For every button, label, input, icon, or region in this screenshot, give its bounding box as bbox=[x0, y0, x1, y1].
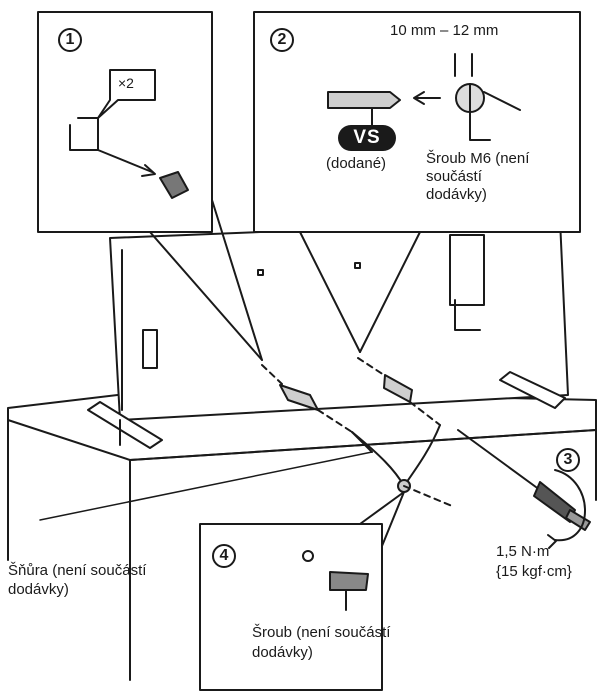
cord-label-line2: dodávky) bbox=[8, 581, 69, 598]
cord-icon bbox=[39, 424, 453, 521]
screw-icon bbox=[159, 171, 189, 199]
screw-label-line2: dodávky) bbox=[252, 644, 313, 661]
vs-badge: VS bbox=[338, 125, 396, 151]
step-2-badge: 2 bbox=[270, 28, 294, 52]
mounted-spacer-icon bbox=[261, 357, 441, 433]
spacer-icon bbox=[327, 91, 401, 129]
screwdriver-icon bbox=[457, 429, 591, 531]
step-3-badge: 3 bbox=[556, 448, 580, 472]
torque-label-line2: {15 kgf·cm} bbox=[496, 563, 572, 580]
step-4-badge: 4 bbox=[212, 544, 236, 568]
step-1-badge: 1 bbox=[58, 28, 82, 52]
screw-m6-icon bbox=[454, 53, 521, 141]
dimension-label: 10 mm – 12 mm bbox=[390, 22, 499, 39]
supplied-label: (dodané) bbox=[326, 155, 387, 172]
cord-label-line1: Šňůra (není součástí bbox=[8, 562, 147, 579]
torque-label-line1: 1,5 N·m bbox=[496, 543, 550, 560]
screw-m6-label-line1: Šroub M6 (není bbox=[426, 150, 530, 167]
screw-m6-label-line2: součástí bbox=[426, 168, 482, 185]
bracket-icon bbox=[69, 69, 156, 151]
screw-label-line1: Šroub (není součástí bbox=[252, 624, 391, 641]
tv-back-icon bbox=[109, 219, 569, 421]
quantity-label: ×2 bbox=[118, 75, 134, 91]
tv-stand-icon bbox=[87, 371, 566, 449]
screw-m6-label-line3: dodávky) bbox=[426, 186, 487, 203]
rotation-arrow-icon bbox=[547, 469, 586, 549]
wood-screw-icon bbox=[302, 550, 369, 611]
